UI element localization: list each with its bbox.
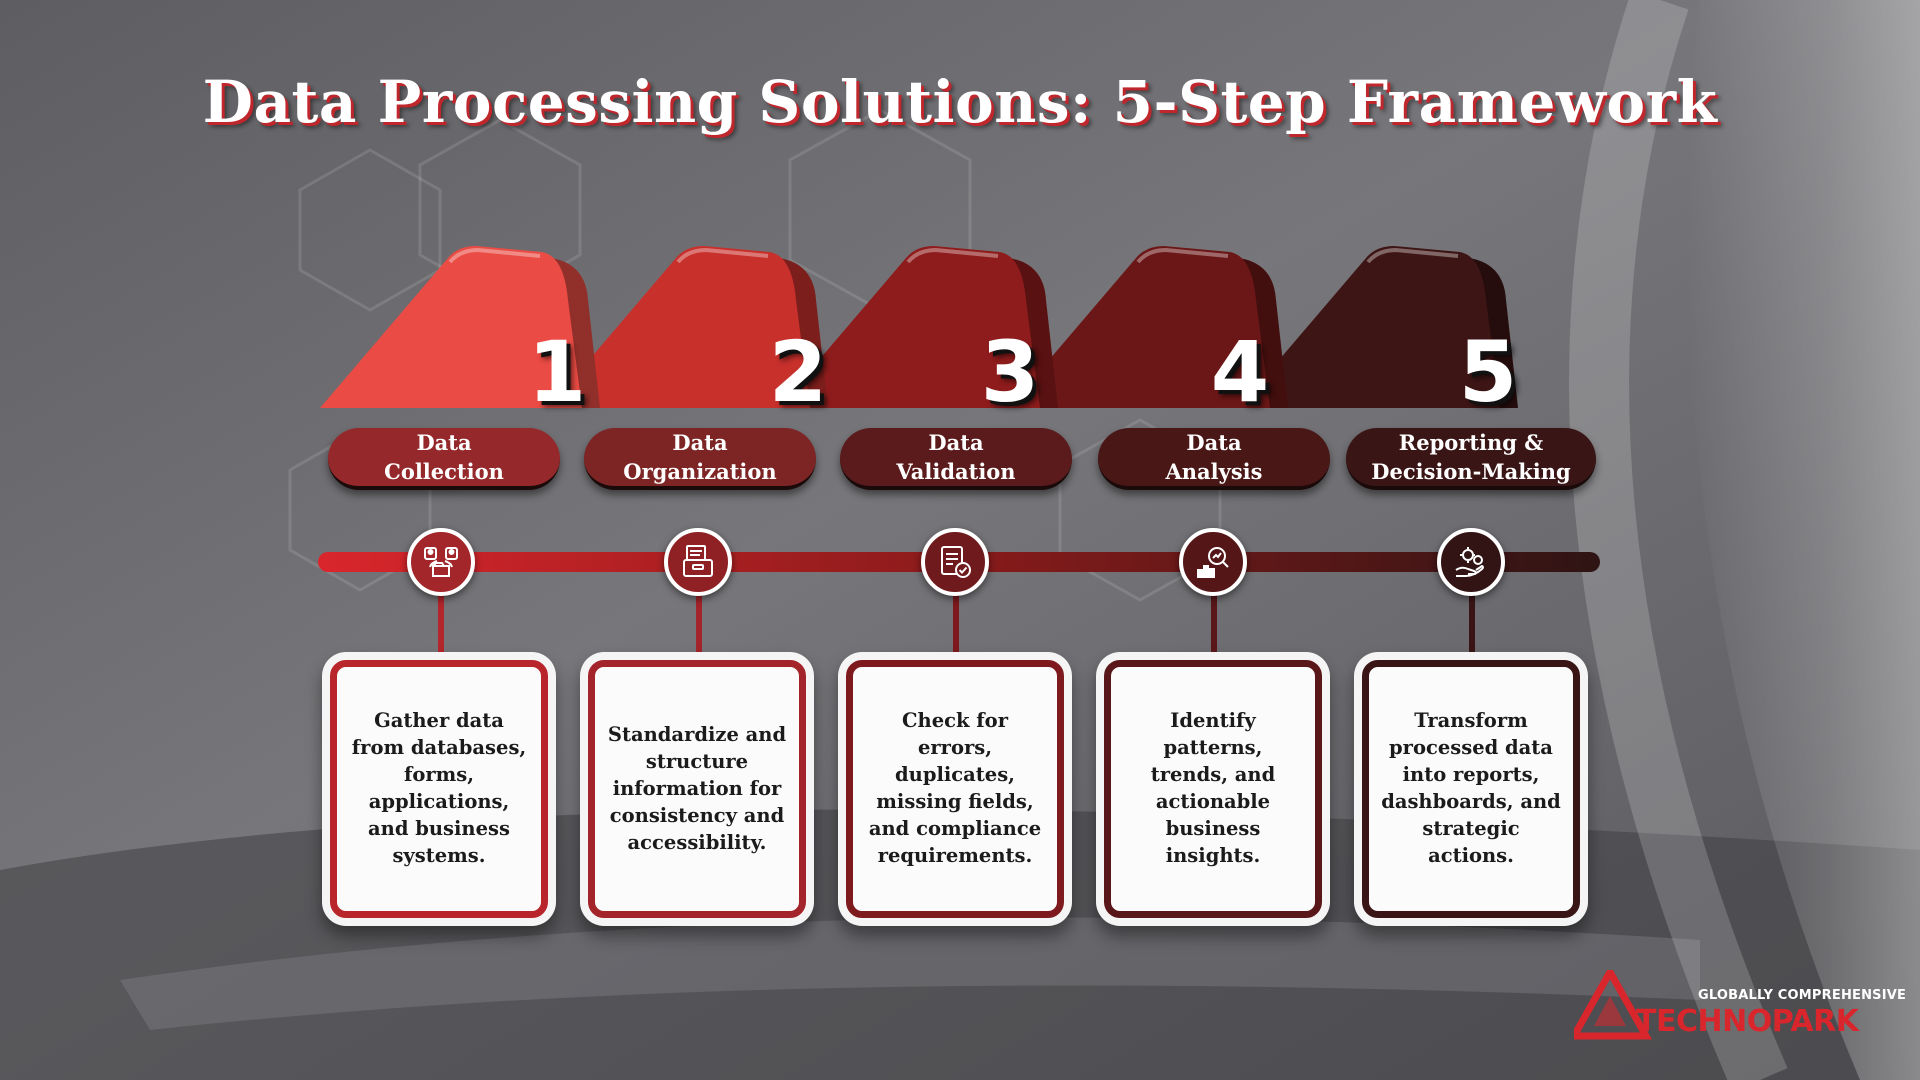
checklist-document-check-icon bbox=[935, 542, 975, 582]
logo-tagline: GLOBALLY COMPREHENSIVE bbox=[1698, 988, 1906, 1003]
step-card-1: Gather data from databases, forms, appli… bbox=[322, 652, 556, 926]
step-description-5: Transform processed data into reports, d… bbox=[1381, 707, 1561, 869]
step-icon-4 bbox=[1179, 528, 1247, 596]
step-card-5: Transform processed data into reports, d… bbox=[1354, 652, 1588, 926]
step-number-3: 3 bbox=[960, 330, 1060, 414]
step-description-4: Identify patterns, trends, and actionabl… bbox=[1123, 707, 1303, 869]
step-card-2: Standardize and structure information fo… bbox=[580, 652, 814, 926]
step-label-1: Data Collection bbox=[328, 428, 560, 490]
step-number-2: 2 bbox=[748, 330, 848, 414]
step-number-1: 1 bbox=[507, 330, 607, 414]
technopark-logo: GLOBALLY COMPREHENSIVE TECHNOPARK bbox=[1574, 970, 1890, 1040]
step-connector-5 bbox=[1469, 590, 1475, 656]
step-card-3: Check for errors, duplicates, missing fi… bbox=[838, 652, 1072, 926]
hand-gears-icon bbox=[1451, 542, 1491, 582]
step-label-3: Data Validation bbox=[840, 428, 1072, 490]
step-label-2: Data Organization bbox=[584, 428, 816, 490]
step-connector-3 bbox=[953, 590, 959, 656]
document-archive-box-icon bbox=[678, 542, 718, 582]
user-exchange-folder-icon bbox=[421, 542, 461, 582]
magnifier-bar-chart-icon bbox=[1193, 542, 1233, 582]
step-connector-2 bbox=[696, 590, 702, 656]
step-icon-1 bbox=[407, 528, 475, 596]
step-icon-5 bbox=[1437, 528, 1505, 596]
logo-name: TECHNOPARK bbox=[1636, 1004, 1859, 1039]
step-card-4: Identify patterns, trends, and actionabl… bbox=[1096, 652, 1330, 926]
step-label-5: Reporting & Decision-Making bbox=[1346, 428, 1596, 490]
step-description-2: Standardize and structure information fo… bbox=[607, 721, 787, 856]
step-description-1: Gather data from databases, forms, appli… bbox=[349, 707, 529, 869]
step-number-4: 4 bbox=[1190, 330, 1290, 414]
step-description-3: Check for errors, duplicates, missing fi… bbox=[865, 707, 1045, 869]
step-connector-1 bbox=[438, 590, 444, 656]
step-label-4: Data Analysis bbox=[1098, 428, 1330, 490]
step-connector-4 bbox=[1211, 590, 1217, 656]
step-number-5: 5 bbox=[1438, 330, 1538, 414]
step-icon-3 bbox=[921, 528, 989, 596]
step-icon-2 bbox=[664, 528, 732, 596]
